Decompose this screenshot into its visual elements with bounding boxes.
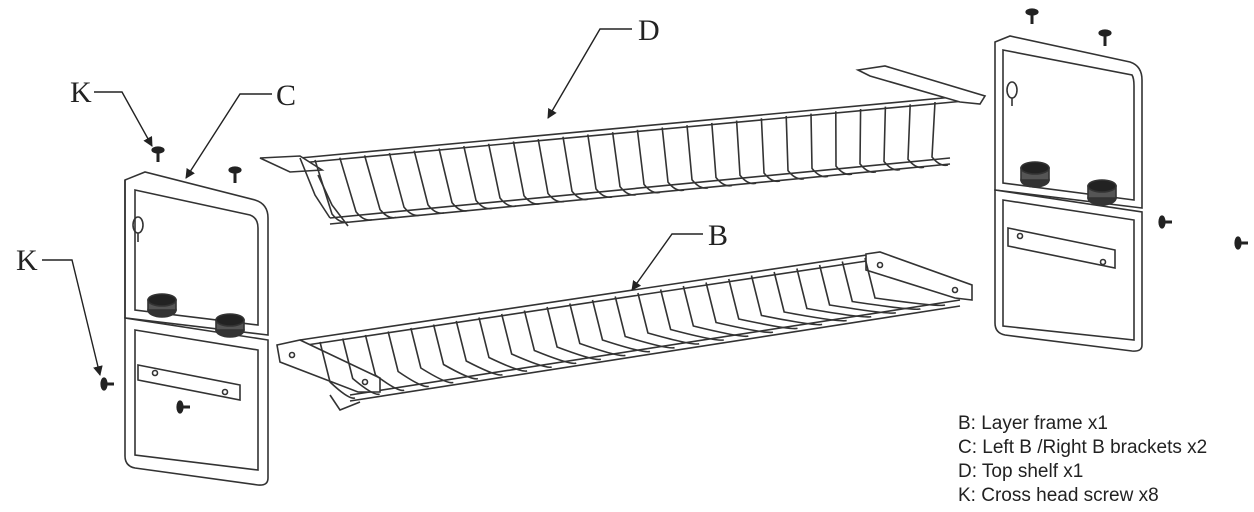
callout-k-top: K xyxy=(70,76,92,109)
top-shelf-wire xyxy=(388,152,421,217)
leader-k-top xyxy=(94,91,153,147)
callout-b: B xyxy=(708,219,728,252)
layer-frame-wire xyxy=(341,338,380,396)
screw xyxy=(176,400,190,414)
top-shelf-d xyxy=(259,65,987,227)
leader-b xyxy=(631,233,703,291)
layer-frame-wire xyxy=(500,313,552,369)
screw xyxy=(1098,29,1112,46)
screw xyxy=(100,377,114,391)
screw xyxy=(1234,236,1248,250)
layer-frame-wire xyxy=(614,296,675,349)
layer-frame-wire xyxy=(569,303,626,357)
top-shelf-wire xyxy=(339,157,373,221)
layer-frame-wire xyxy=(818,264,897,314)
callout-k-left: K xyxy=(16,244,38,277)
screw xyxy=(1158,215,1172,229)
layer-frame-wire xyxy=(319,341,356,399)
layer-frame-wire xyxy=(591,299,651,353)
layer-frame-wire xyxy=(523,310,577,365)
layer-frame-wire xyxy=(455,320,503,376)
layer-frame-wire xyxy=(432,324,479,380)
layer-frame-wire xyxy=(682,285,749,338)
top-shelf-wire xyxy=(587,134,613,199)
top-shelf-wire xyxy=(931,101,949,167)
top-shelf-wire xyxy=(363,155,397,219)
screw xyxy=(1025,8,1039,24)
top-shelf-wire xyxy=(438,148,469,212)
layer-frame-wire xyxy=(637,292,700,345)
top-shelf-wire xyxy=(413,150,445,214)
callout-c: C xyxy=(276,79,296,112)
top-shelf-wire xyxy=(907,104,925,169)
top-shelf-wire xyxy=(562,136,589,201)
top-shelf-wire xyxy=(512,141,541,205)
left-bracket-c xyxy=(124,171,269,486)
layer-frame-wire xyxy=(727,278,798,330)
top-shelf-wire xyxy=(810,113,829,178)
top-shelf-wire xyxy=(785,115,805,180)
layer-frame-b xyxy=(276,251,973,411)
top-shelf-wire xyxy=(537,138,565,203)
parts-legend: B: Layer frame x1 C: Left B /Right B bra… xyxy=(958,412,1254,508)
top-shelf-wire xyxy=(487,143,517,208)
top-shelf-wire xyxy=(859,108,877,173)
top-shelf-wire xyxy=(661,127,685,192)
top-shelf-wire xyxy=(636,129,661,194)
layer-frame-wire xyxy=(410,327,454,384)
layer-frame-wire xyxy=(546,306,602,361)
screw xyxy=(151,146,165,162)
legend-item-k: K: Cross head screw x8 xyxy=(958,485,1159,506)
layer-frame-wire xyxy=(478,317,528,372)
top-shelf-wire xyxy=(314,159,349,224)
screw xyxy=(228,166,242,183)
leader-k-left xyxy=(42,259,103,376)
legend-item-d: D: Top shelf x1 xyxy=(958,461,1084,482)
right-bracket xyxy=(994,35,1143,352)
top-shelf-wire xyxy=(463,145,493,210)
legend-item-b: B: Layer frame x1 xyxy=(958,413,1108,434)
layer-frame-wire xyxy=(773,271,847,322)
layer-frame-wire xyxy=(387,331,430,388)
top-shelf-wire xyxy=(735,120,757,185)
top-shelf-wire xyxy=(611,132,637,196)
layer-frame-wire xyxy=(864,257,946,307)
layer-frame-wire xyxy=(364,334,405,392)
cross-head-screws xyxy=(100,8,1248,414)
top-shelf-wire xyxy=(835,111,853,176)
layer-frame-wire xyxy=(705,282,774,334)
leader-c xyxy=(185,93,272,179)
top-shelf-wire xyxy=(686,125,709,189)
top-shelf-wire xyxy=(760,118,781,183)
top-shelf-wire xyxy=(711,122,733,187)
callout-d: D xyxy=(638,14,660,47)
layer-frame-wire xyxy=(750,275,823,326)
layer-frame-wire xyxy=(659,289,725,341)
layer-frame-wire xyxy=(796,268,872,318)
leader-d xyxy=(547,28,632,119)
layer-frame-wire xyxy=(841,261,921,311)
legend-item-c: C: Left B /Right B brackets x2 xyxy=(958,437,1208,458)
top-shelf-wire xyxy=(883,106,901,171)
